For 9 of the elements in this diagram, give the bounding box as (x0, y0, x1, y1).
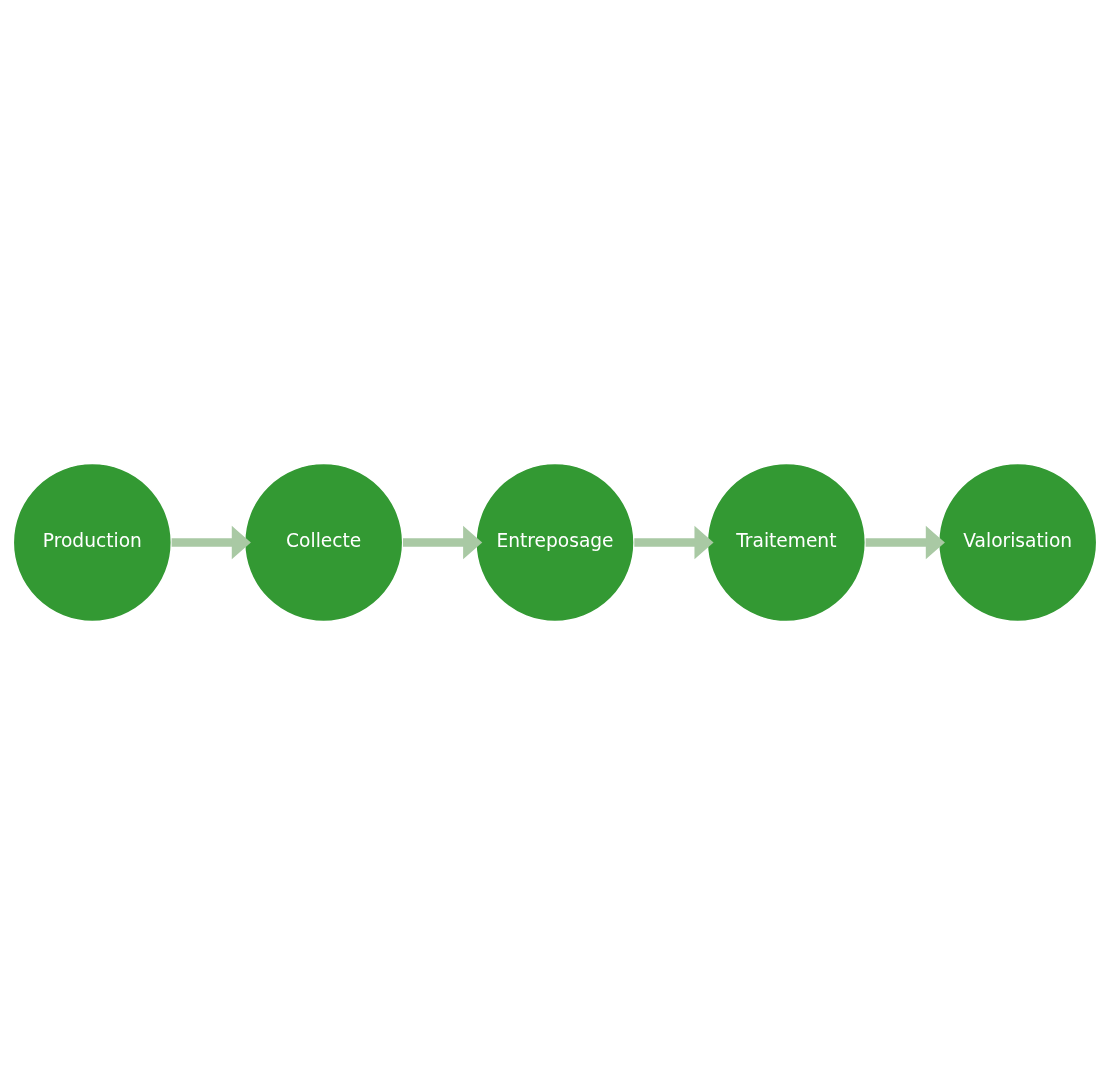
arrow (402, 525, 483, 559)
arrow (171, 525, 251, 559)
node-circle: Traitement (706, 462, 867, 622)
node-circle: Valorisation (937, 462, 1098, 622)
node-circle: Entreposage (475, 462, 635, 622)
arrow (634, 525, 714, 559)
node-circle: Production (12, 462, 173, 622)
node-circle: Collecte (243, 462, 404, 622)
arrow (865, 525, 945, 559)
